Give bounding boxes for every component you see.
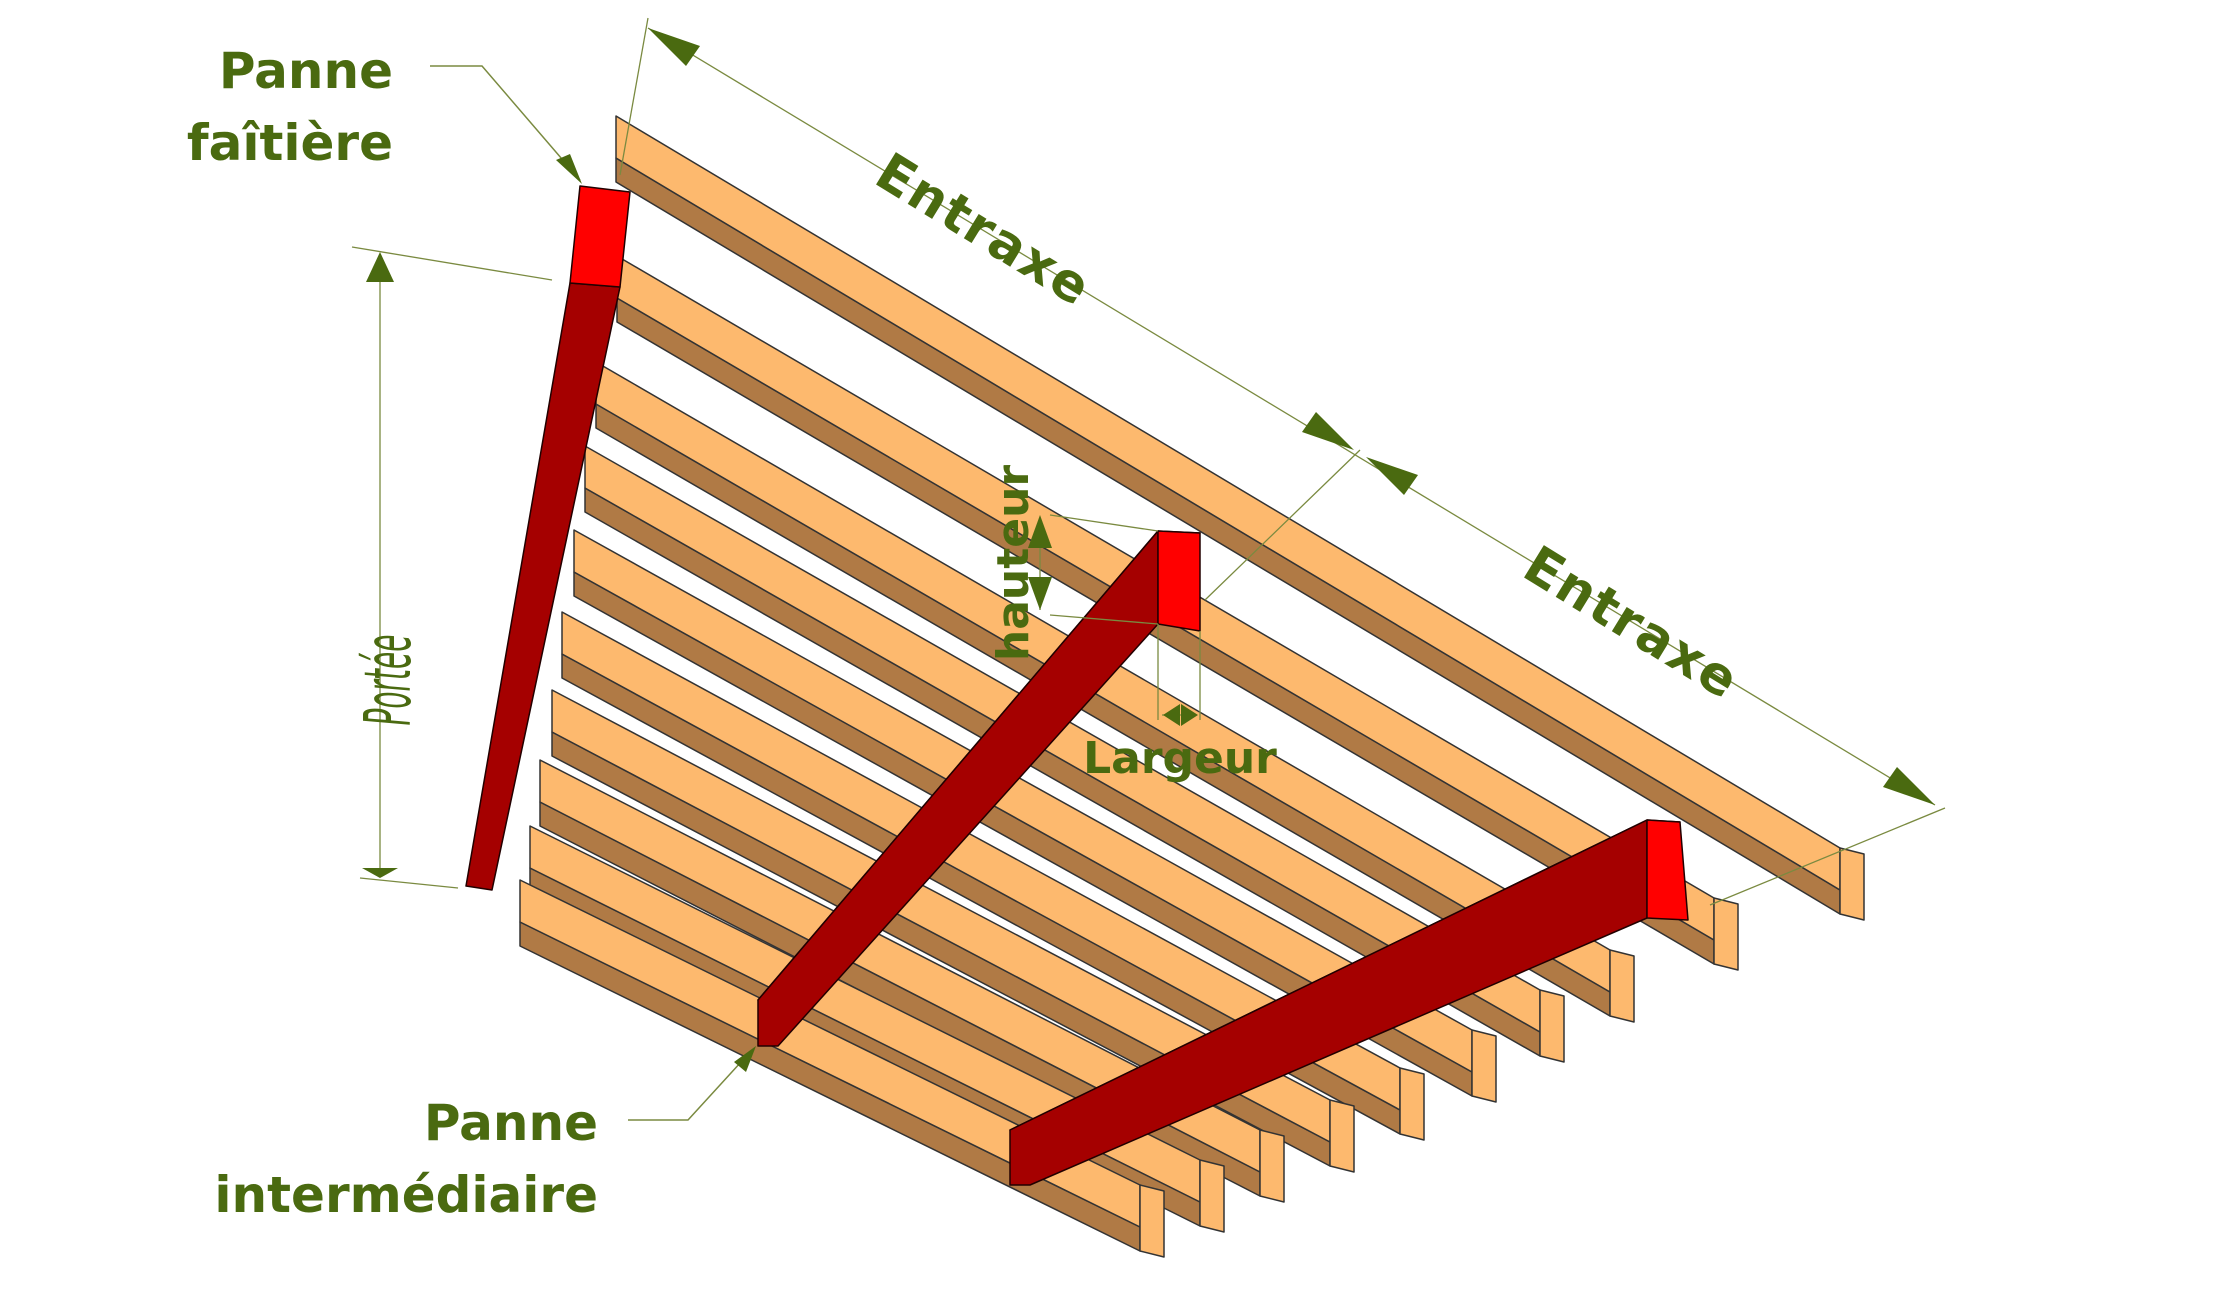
rafter-10 (519, 879, 1165, 1258)
middle-purlin-end (1157, 530, 1201, 632)
section-dimensions (1028, 514, 1201, 726)
rafter-6 (561, 611, 1425, 1141)
span-label: Portée (350, 635, 425, 726)
rafter-end-cut (1329, 1099, 1355, 1173)
rafter-end-cut (1713, 897, 1739, 971)
intermediate-purlin (1009, 819, 1689, 1186)
span-arrow-bottom-icon (362, 868, 398, 878)
width-arrow-right-icon (1181, 704, 1198, 726)
rafter-7 (551, 689, 1355, 1173)
rafter-end-cut (1539, 989, 1565, 1063)
width-arrow-left-icon (1163, 704, 1180, 726)
spacing-arrow-end-icon (1883, 767, 1935, 805)
ridge-leader-arrow-icon (556, 154, 582, 184)
height-arrow-top-icon (1028, 515, 1052, 548)
intermediate-purlin-end (1646, 819, 1689, 921)
ridge-purlin-label-line2: faîtière (187, 114, 393, 172)
span-arrow-top-icon (366, 252, 394, 282)
intermediate-purlin-label-line2: intermédiaire (214, 1166, 598, 1224)
height-label: hauteur (988, 465, 1039, 662)
rafter-end-cut (1259, 1129, 1285, 1203)
rafter-end-cut (1839, 847, 1865, 921)
rafter-end-cut (1199, 1159, 1225, 1233)
span-dimension (351, 246, 553, 889)
spacing-dimension (619, 17, 1946, 906)
ridge-purlin (465, 185, 631, 891)
rafter-5 (573, 529, 1497, 1103)
spacing-arrow-start-icon (648, 28, 700, 66)
spacing-arrow-mid-right-icon (1366, 457, 1418, 495)
intermediate-leader-arrow-icon (734, 1046, 756, 1072)
spacing-arrow-mid-left-icon (1302, 412, 1354, 450)
rafter-4 (584, 445, 1565, 1063)
rafter-1 (615, 115, 1865, 921)
width-label: Largeur (1083, 733, 1277, 784)
rafter-end-cut (1139, 1184, 1165, 1258)
height-arrow-bottom-icon (1028, 577, 1052, 610)
leaders (430, 65, 756, 1121)
middle-purlin (757, 530, 1201, 1047)
intermediate-purlin-label-line1: Panne (424, 1094, 598, 1152)
rafter-end-cut (1609, 949, 1635, 1023)
ridge-purlin-end (569, 185, 631, 288)
ridge-purlin-label-line1: Panne (219, 42, 393, 100)
rafter-end-cut (1399, 1067, 1425, 1141)
rafters (519, 115, 1865, 1258)
rafter-end-cut (1471, 1029, 1497, 1103)
